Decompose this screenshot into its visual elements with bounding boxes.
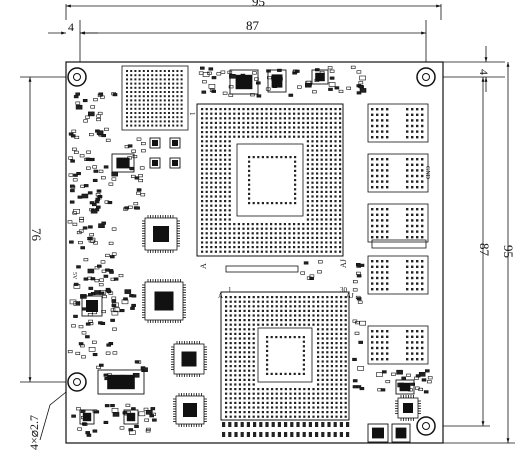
u2-pin1-label: 1 [228, 286, 232, 294]
dim-right-top-offset: 4 [477, 69, 491, 75]
bga-chip-u2 [220, 291, 350, 421]
pin-header-grid [121, 65, 189, 131]
u2-pin30-label: 30 [340, 286, 348, 294]
u2-pin-a-label: A [218, 292, 223, 300]
u1-pin-aj-label: AJ [339, 259, 348, 268]
qfp-packages [142, 215, 421, 427]
bga-chip-u1 [196, 103, 344, 257]
dim-top-inner: 87 [246, 18, 260, 33]
mounting-holes [67, 67, 436, 436]
dim-top-left-offset: 4 [68, 20, 74, 34]
u1-pin1-label: 1 [188, 112, 196, 116]
memory-chip-column [367, 103, 429, 365]
hole-callout: 4×⌀2.7 [27, 415, 41, 450]
dim-right-inner: 87 [477, 243, 492, 257]
dim-left-vertical: 76 [29, 228, 44, 242]
dimension-lines [20, 4, 515, 444]
dim-right-overall: 95 [501, 245, 516, 258]
u1-pin-a-label: A [199, 263, 208, 269]
u2-pin-aj-label: AJ [346, 292, 354, 300]
bus-label: 5V [71, 272, 77, 280]
passive-components [67, 65, 433, 443]
gnd-label: GND [424, 166, 430, 180]
dim-top-overall: 95 [252, 0, 265, 9]
edge-connector-pads [222, 422, 350, 437]
